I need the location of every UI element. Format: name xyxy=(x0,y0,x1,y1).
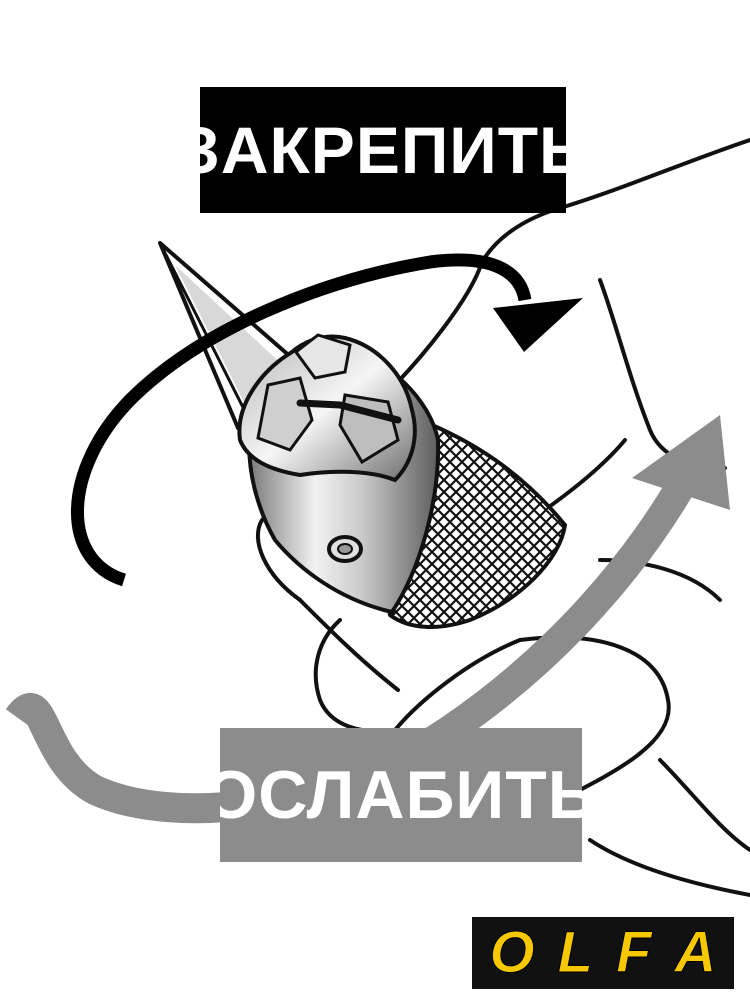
tighten-label: ЗАКРЕПИТЬ xyxy=(200,87,566,213)
logo-letter-o: O xyxy=(489,920,535,985)
tighten-arrow-icon xyxy=(71,253,583,587)
loosen-label: ОСЛАБИТЬ xyxy=(220,728,582,862)
tighten-label-text: ЗАКРЕПИТЬ xyxy=(200,113,566,187)
logo-letter-a: A xyxy=(674,920,717,985)
loosen-label-text: ОСЛАБИТЬ xyxy=(220,757,582,833)
hand-illustration xyxy=(256,138,750,897)
logo-letter-f: F xyxy=(616,920,652,985)
olfa-logo: O L F A xyxy=(472,917,734,989)
knurled-collet xyxy=(237,333,568,629)
logo-letter-l: L xyxy=(557,920,594,985)
